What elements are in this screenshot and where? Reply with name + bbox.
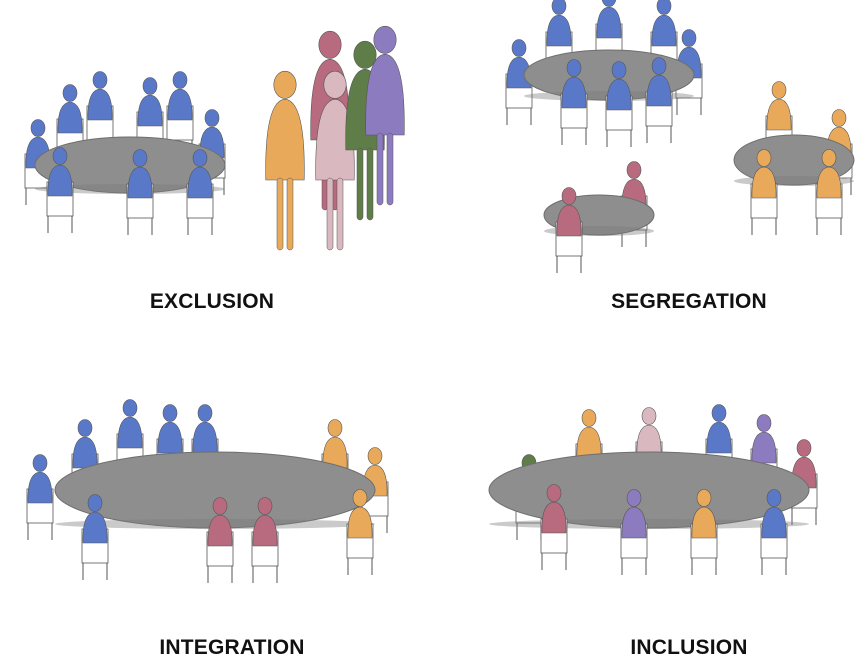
segregation-illustration	[505, 0, 855, 273]
person-orange	[751, 149, 777, 199]
person-blue	[117, 399, 143, 449]
person-blue	[187, 149, 213, 199]
person-blue	[127, 149, 153, 199]
exclusion-outsiders	[265, 25, 405, 251]
person-blue	[596, 0, 622, 39]
segregation-table-orange	[733, 81, 855, 235]
person-blue	[546, 0, 572, 47]
person-orange	[322, 419, 348, 469]
panel-inclusion: INCLUSION	[434, 330, 867, 659]
person-orange	[347, 489, 373, 539]
person-orange	[816, 149, 842, 199]
standing-person-pink	[315, 70, 355, 251]
person-mauve	[252, 497, 278, 547]
person-pink	[636, 407, 662, 457]
person-blue	[57, 84, 83, 134]
person-blue	[137, 77, 163, 127]
person-blue	[87, 71, 113, 121]
segregation-table-blue	[505, 0, 703, 147]
person-mauve	[541, 484, 567, 534]
person-blue	[47, 147, 73, 197]
segregation-table-mauve	[543, 161, 655, 273]
exclusion-illustration	[24, 25, 405, 251]
standing-person-orange	[265, 70, 305, 251]
person-blue	[606, 61, 632, 111]
label-inclusion: INCLUSION	[630, 636, 748, 659]
person-purple	[751, 414, 777, 464]
person-purple	[621, 489, 647, 539]
person-blue	[167, 71, 193, 121]
panel-integration: INTEGRATION	[0, 330, 430, 659]
person-orange	[766, 81, 792, 131]
person-blue	[82, 494, 108, 544]
person-blue	[72, 419, 98, 469]
exclusion-table-group	[24, 71, 226, 235]
label-segregation: SEGREGATION	[611, 290, 767, 313]
person-blue	[561, 59, 587, 109]
person-blue	[646, 57, 672, 107]
table	[488, 451, 810, 529]
person-blue	[706, 404, 732, 454]
panel-exclusion: EXCLUSION	[0, 0, 430, 320]
person-blue	[157, 404, 183, 454]
label-exclusion: EXCLUSION	[149, 290, 275, 313]
integration-table	[26, 399, 389, 583]
inclusion-illustration	[488, 404, 818, 575]
standing-person-purple	[365, 25, 405, 206]
person-blue	[27, 454, 53, 504]
person-orange	[576, 409, 602, 459]
person-orange	[691, 489, 717, 539]
panel-segregation: SEGREGATION	[434, 0, 867, 320]
person-mauve	[207, 497, 233, 547]
person-mauve	[556, 187, 582, 237]
inclusion-table	[488, 404, 818, 575]
person-blue	[651, 0, 677, 47]
person-blue	[761, 489, 787, 539]
integration-illustration	[26, 399, 389, 583]
person-blue	[192, 404, 218, 454]
label-integration: INTEGRATION	[159, 636, 305, 659]
